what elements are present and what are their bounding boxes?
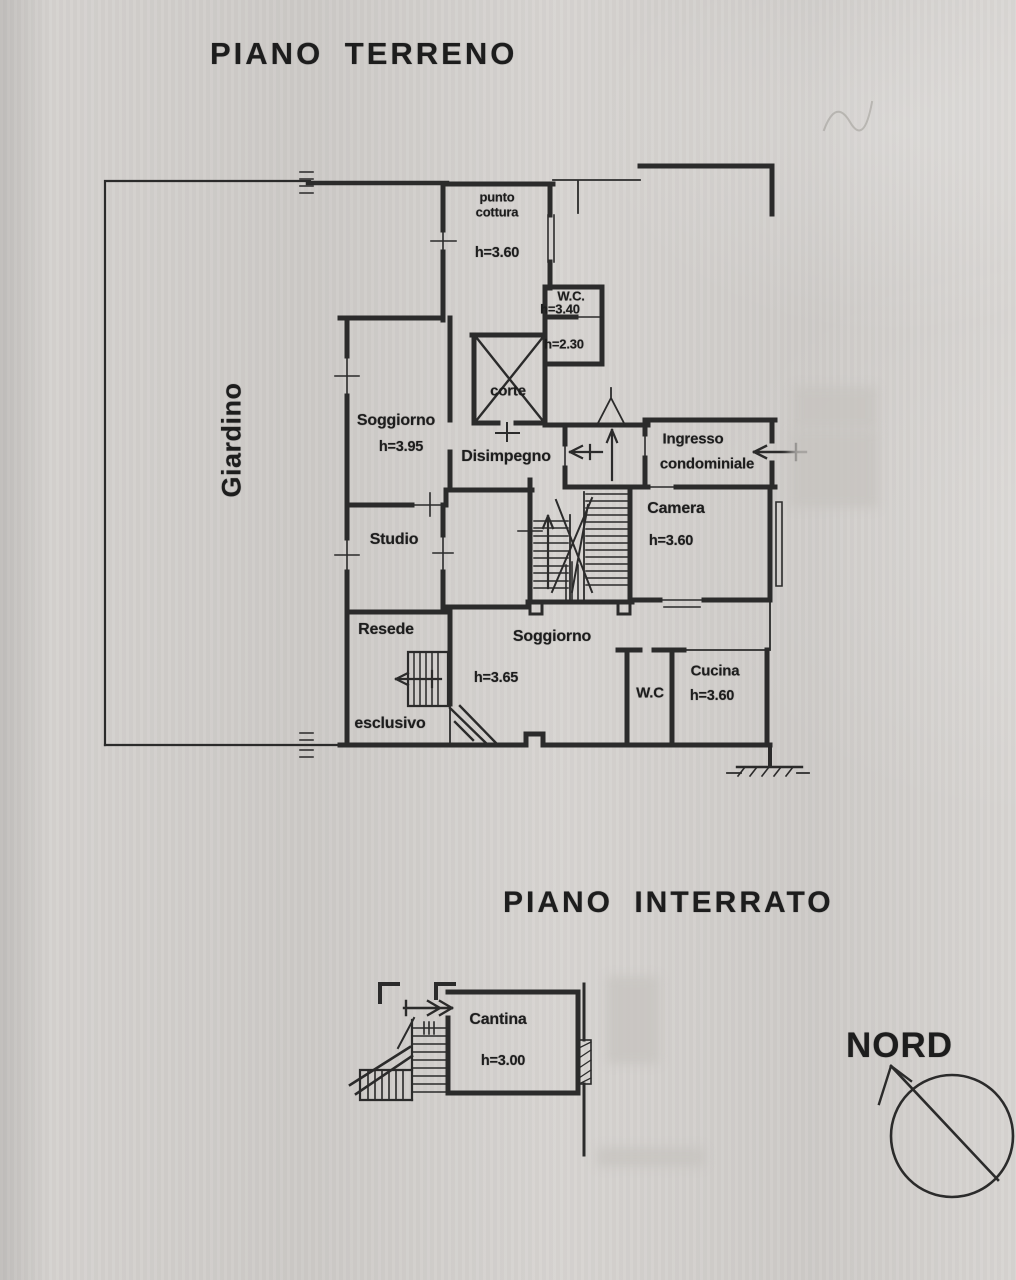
studio-label: Studio: [369, 531, 419, 548]
basement-title: PIANO INTERRATO: [503, 886, 834, 919]
wc-nord-walls: [542, 284, 605, 367]
soggiorno-ovest-walls: [334, 315, 535, 508]
ingresso-walls: [642, 417, 808, 490]
corte-label: corte: [490, 382, 526, 400]
punto-cottura-label-2: cottura: [475, 204, 519, 220]
punto-cottura-walls: [430, 181, 556, 323]
redaction-blur: [793, 386, 877, 430]
vestibule-walls: [542, 387, 651, 490]
wc-sud-label: W.C: [636, 684, 664, 702]
punto-cottura-label-1: punto: [479, 189, 515, 205]
soggiorno-centro-label: Soggiorno: [512, 628, 592, 645]
soggiorno-ovest-label: Soggiorno: [356, 412, 436, 429]
camera-height: h=3.60: [648, 533, 694, 549]
nord-compass: [877, 1064, 1015, 1199]
cantina-label: Cantina: [469, 1011, 527, 1028]
punto-cottura-height: h=3.60: [474, 245, 520, 261]
disimpegno-label: Disimpegno: [461, 448, 551, 465]
nord-label: NORD: [846, 1026, 954, 1065]
corte-shaft: [469, 284, 548, 442]
ingresso-label-1: Ingresso: [662, 430, 724, 448]
soggiorno-centro-walls: [443, 604, 633, 748]
ground-floor-title: PIANO TERRENO: [210, 36, 518, 71]
top-right-boundary: [552, 163, 775, 217]
basement-stairs: [348, 999, 454, 1102]
cucina-label: Cucina: [690, 662, 740, 680]
redaction-blur: [790, 430, 878, 508]
soggiorno-centro-height: h=3.65: [473, 670, 519, 686]
camera-label: Camera: [647, 500, 705, 517]
cucina-height: h=3.60: [689, 688, 735, 704]
wc-nord-label: W.C.: [557, 288, 585, 304]
resede-label-2: esclusivo: [354, 715, 426, 732]
redaction-blur: [597, 1147, 705, 1167]
sottoscala-height: h=2.30: [544, 336, 584, 352]
stairwell: [517, 477, 635, 616]
garden-boundary: [103, 171, 450, 758]
cantina-walls: [378, 982, 592, 1157]
studio-walls: [334, 492, 454, 615]
resede-label-1: Resede: [358, 621, 414, 638]
soggiorno-ovest-height: h=3.95: [378, 439, 424, 455]
handwritten-mark: [822, 100, 874, 132]
cantina-height: h=3.00: [480, 1053, 526, 1069]
garden-label: Giardino: [216, 382, 247, 498]
redaction-blur: [607, 976, 659, 1064]
wc-nord-height: h=3.40: [540, 301, 580, 317]
wc-sud-cucina-walls: [615, 599, 810, 778]
resede-walls: [337, 609, 498, 748]
ingresso-label-2: condominiale: [659, 455, 755, 473]
camera-walls: [627, 484, 783, 608]
